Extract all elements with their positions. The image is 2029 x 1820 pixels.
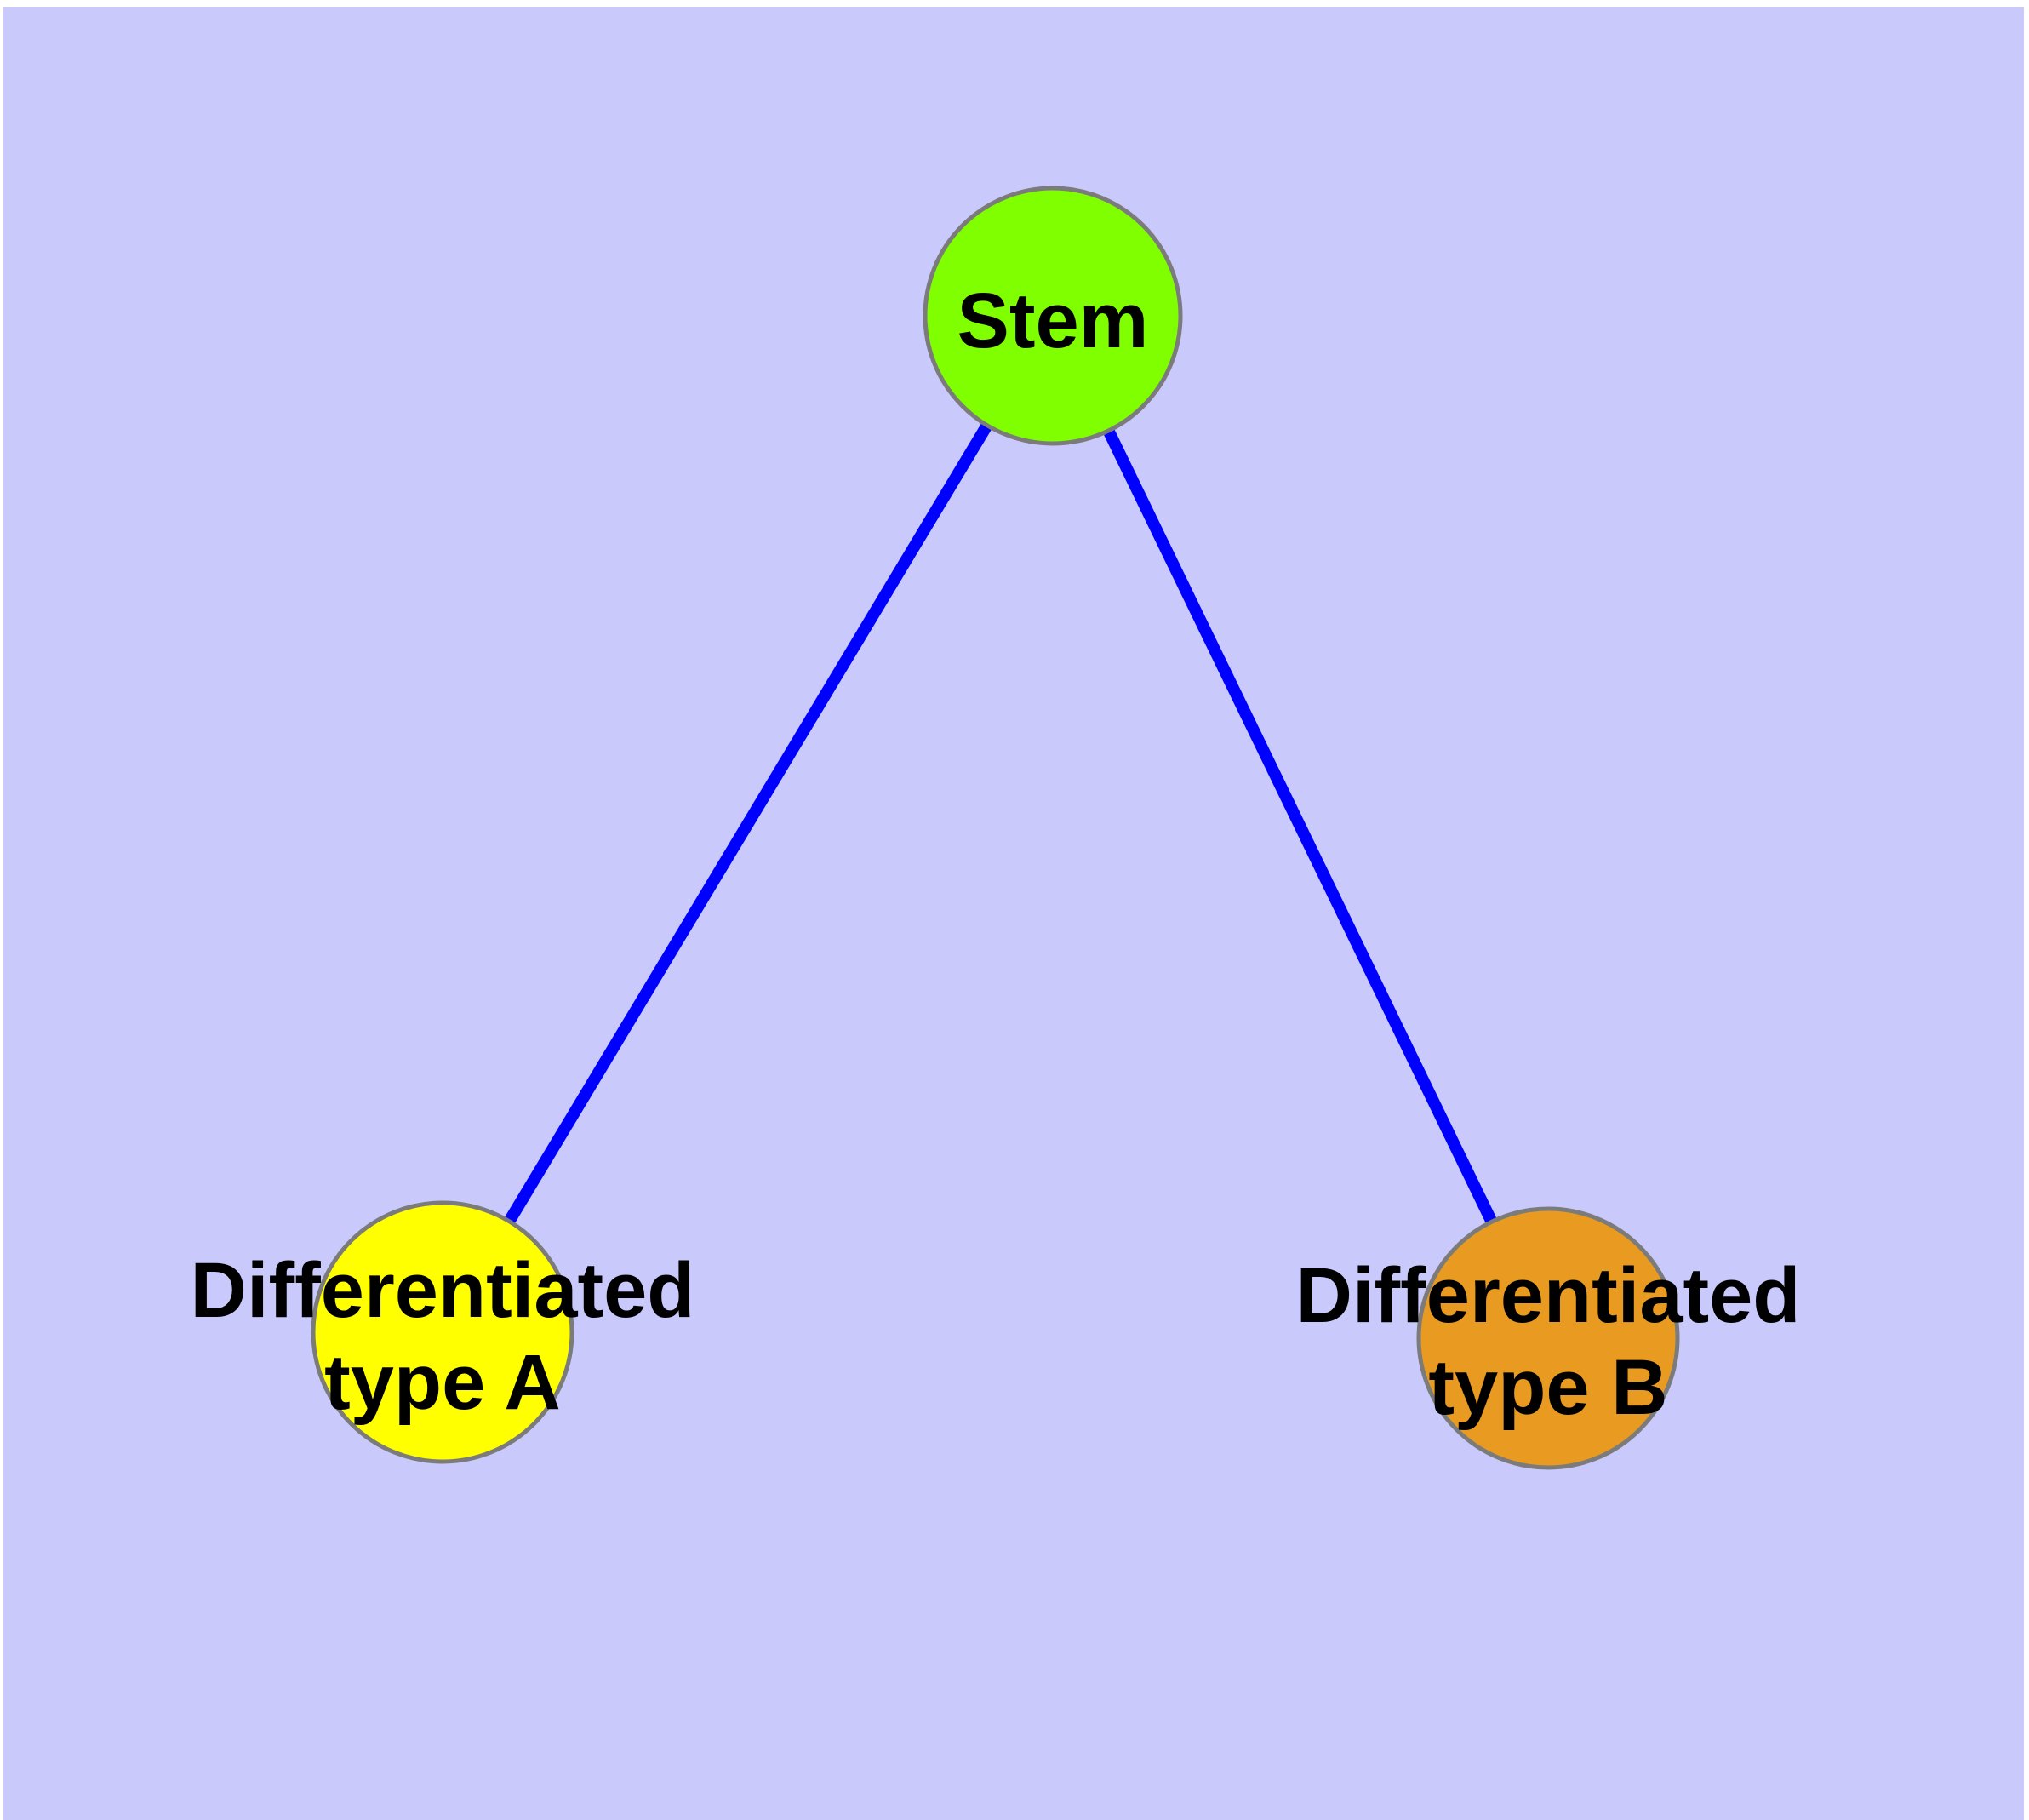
edge-stem-to-type-a bbox=[437, 312, 1059, 1336]
node-type-a-label-line1: Differentiated bbox=[191, 1247, 695, 1334]
node-stem bbox=[923, 186, 1183, 446]
edge-layer bbox=[437, 312, 1554, 1342]
node-differentiated-type-b bbox=[1416, 1206, 1680, 1470]
node-type-b-label-line2: type B bbox=[1428, 1344, 1667, 1431]
label-layer: Stem Differentiated type A Differentiate… bbox=[191, 278, 1801, 1431]
node-layer bbox=[311, 186, 1680, 1470]
node-stem-label: Stem bbox=[957, 278, 1149, 364]
node-type-a-label-line2: type A bbox=[324, 1339, 561, 1426]
node-type-b-label-line1: Differentiated bbox=[1296, 1252, 1801, 1339]
edge-stem-to-type-b bbox=[1047, 312, 1554, 1342]
node-differentiated-type-a bbox=[311, 1200, 574, 1464]
